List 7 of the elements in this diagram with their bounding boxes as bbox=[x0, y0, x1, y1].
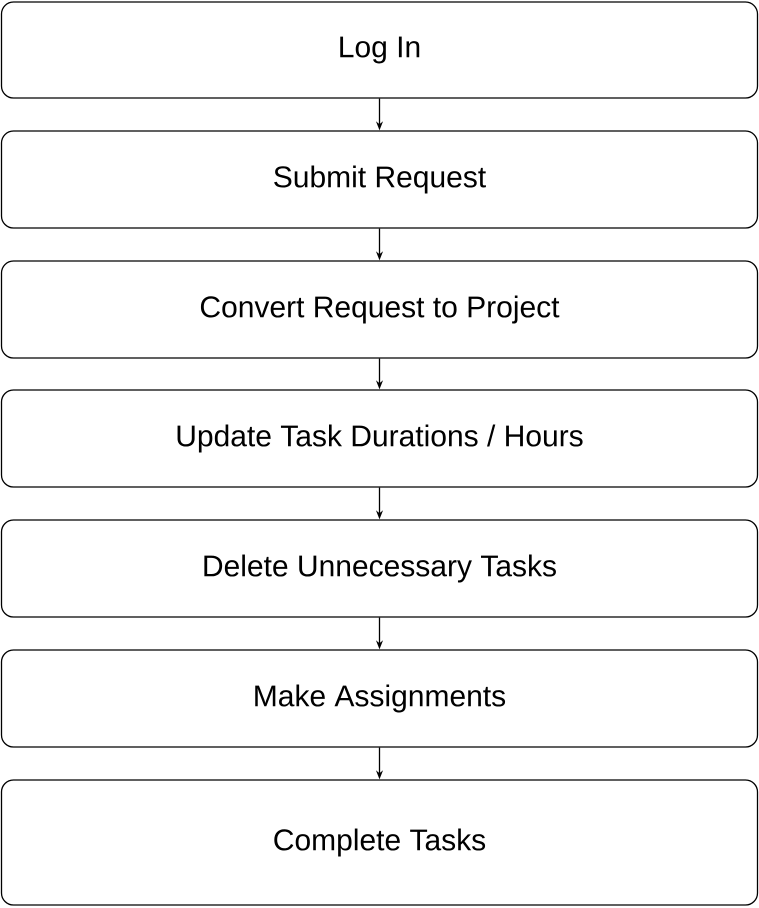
process-box: Submit Request bbox=[0, 130, 758, 229]
process-box: Convert Request to Project bbox=[0, 260, 758, 359]
process-box: Make Assignments bbox=[0, 649, 758, 748]
process-box: Log In bbox=[0, 1, 758, 99]
process-box: Update Task Durations / Hours bbox=[0, 389, 758, 488]
process-box: Complete Tasks bbox=[0, 779, 758, 906]
process-box: Delete Unnecessary Tasks bbox=[0, 519, 758, 618]
